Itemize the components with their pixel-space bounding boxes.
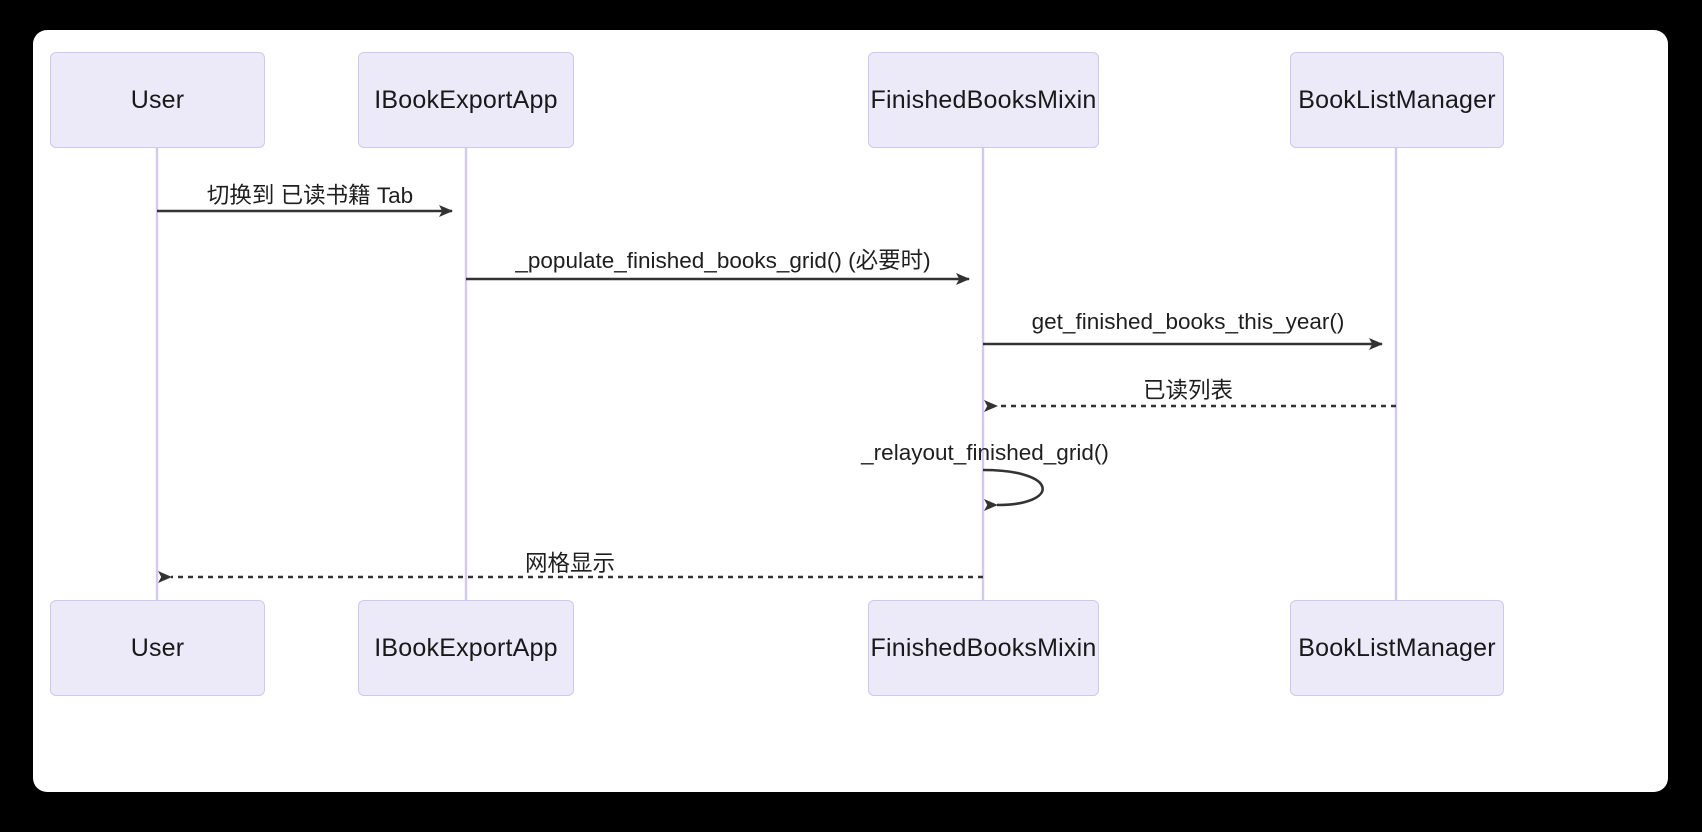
participant-label-bottom-ibookexportapp: IBookExportApp [374,633,558,662]
participant-box-top-ibookexportapp[interactable]: IBookExportApp [358,52,574,148]
participant-box-bottom-booklistmanager[interactable]: BookListManager [1290,600,1504,696]
participant-box-top-user[interactable]: User [50,52,265,148]
message-label-populate-finished-books-grid: _populate_finished_books_grid() (必要时) [515,248,931,273]
participant-label-finishedbooksmixin: FinishedBooksMixin [870,85,1097,114]
participant-label-bottom-finishedbooksmixin: FinishedBooksMixin [870,633,1097,662]
message-label-finished-list: 已读列表 [1142,378,1234,403]
participant-label-booklistmanager: BookListManager [1298,85,1496,114]
participant-box-bottom-finishedbooksmixin[interactable]: FinishedBooksMixin [868,600,1099,696]
participant-label-ibookexportapp: IBookExportApp [374,85,558,114]
participant-label-bottom-user: User [130,633,185,662]
message-label-grid-displayed: 网格显示 [524,551,616,576]
participant-box-bottom-user[interactable]: User [50,600,265,696]
participant-box-bottom-ibookexportapp[interactable]: IBookExportApp [358,600,574,696]
participant-label-user: User [130,85,185,114]
message-label-get-finished-books-this-year: get_finished_books_this_year() [1031,309,1345,334]
participant-box-top-booklistmanager[interactable]: BookListManager [1290,52,1504,148]
participant-label-bottom-booklistmanager: BookListManager [1298,633,1496,662]
participant-box-top-finishedbooksmixin[interactable]: FinishedBooksMixin [868,52,1099,148]
message-label-relayout-finished-grid: _relayout_finished_grid() [861,440,1109,465]
message-label-switch-to-finished-books-tab: 切换到 已读书籍 Tab [206,183,414,208]
